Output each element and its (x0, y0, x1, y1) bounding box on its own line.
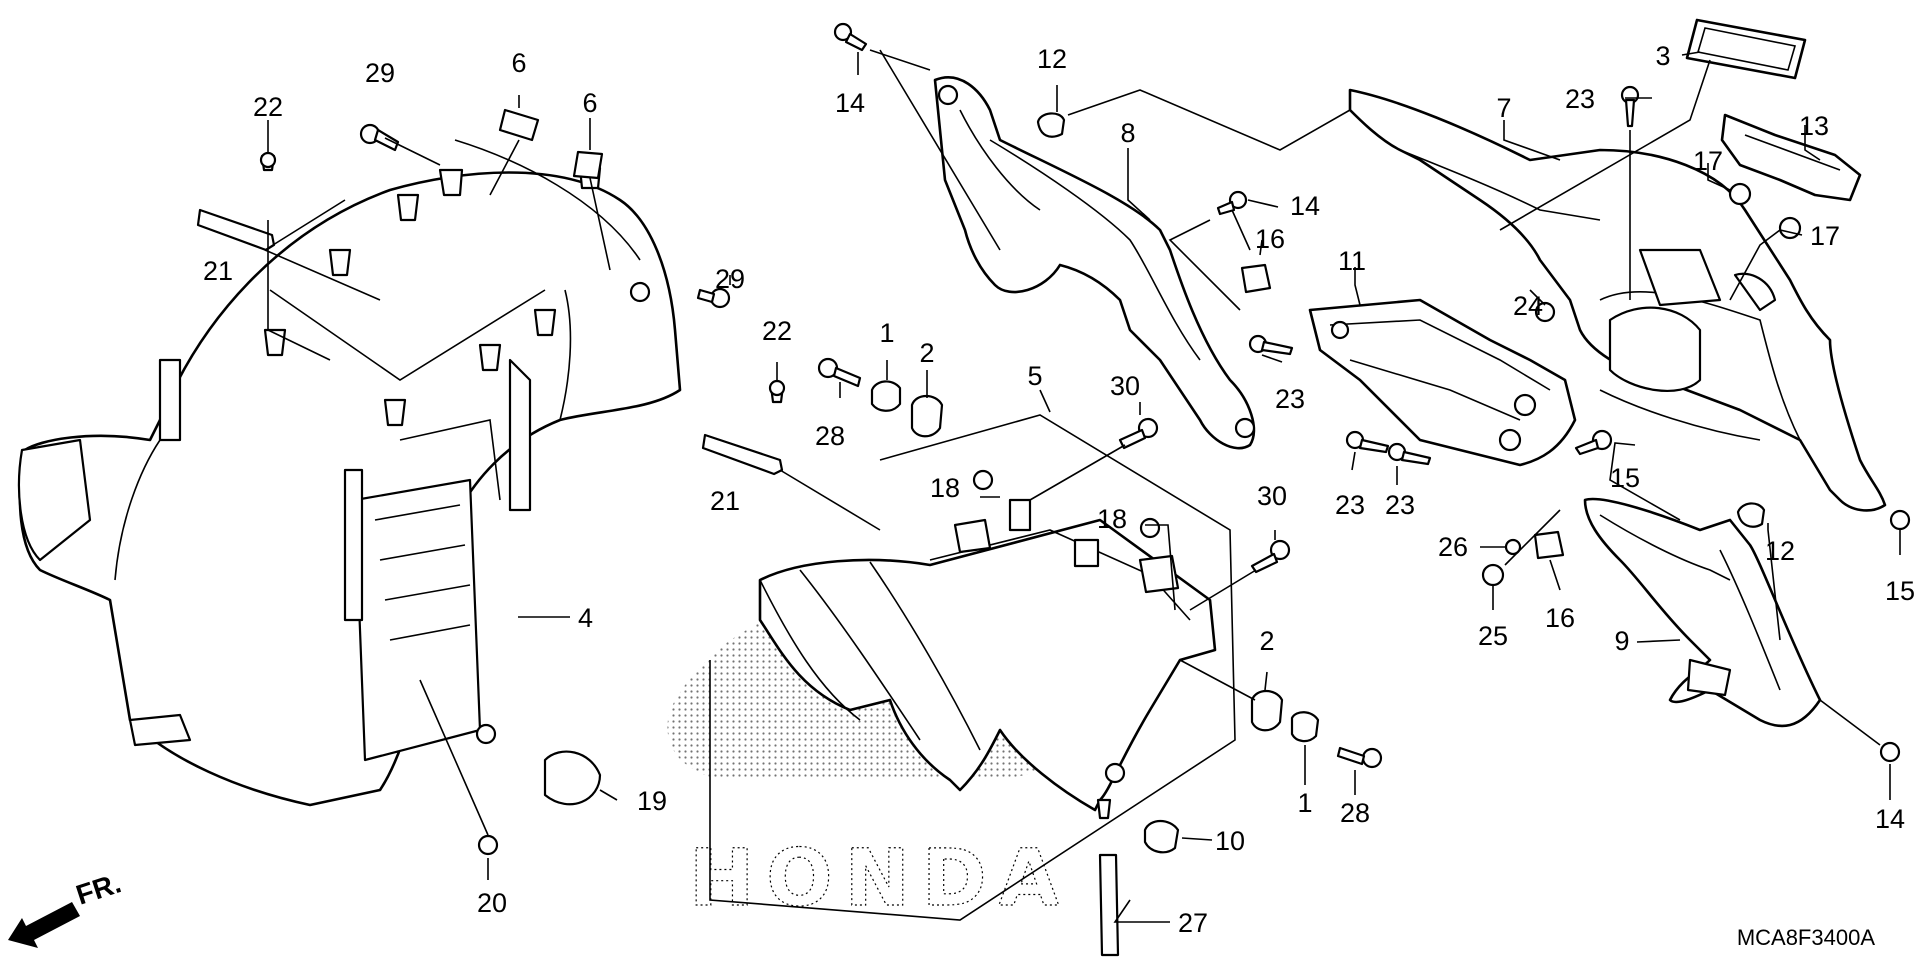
left-bracket-part (933, 76, 1256, 450)
callout-27: 27 (1178, 908, 1208, 938)
callout-23: 23 (1335, 490, 1365, 520)
callout-29: 29 (365, 58, 395, 88)
callout-6: 6 (582, 88, 597, 118)
lower-bracket-part (1583, 497, 1822, 728)
callout-1: 1 (879, 318, 894, 348)
callout-15: 15 (1610, 463, 1640, 493)
callout-18: 18 (930, 473, 960, 503)
callout-14: 14 (1875, 804, 1905, 834)
callout-26: 26 (1438, 532, 1468, 562)
diagram-code: MCA8F3400A (1737, 925, 1876, 950)
front-label: FR. (72, 867, 124, 910)
callout-25: 25 (1478, 621, 1508, 651)
callout-29: 29 (715, 264, 745, 294)
callout-14: 14 (835, 88, 865, 118)
callout-28: 28 (815, 421, 845, 451)
callout-2: 2 (919, 338, 934, 368)
callout-19: 19 (637, 786, 667, 816)
callout-15: 15 (1885, 576, 1915, 606)
callout-30: 30 (1110, 371, 1140, 401)
callout-16: 16 (1545, 603, 1575, 633)
hardware (196, 22, 1911, 957)
callout-16: 16 (1255, 224, 1285, 254)
callout-11: 11 (1338, 246, 1366, 276)
callout-10: 10 (1215, 826, 1245, 856)
rear-fender-part (709, 414, 1236, 921)
callout-labels: 22 29 6 6 21 29 4 19 20 14 12 8 14 16 22… (203, 41, 1915, 938)
callout-6: 6 (511, 48, 526, 78)
callout-3: 3 (1655, 41, 1670, 71)
reflector-part (1685, 18, 1807, 80)
callout-18: 18 (1097, 504, 1127, 534)
inner-fender-part (17, 139, 682, 807)
callout-7: 7 (1496, 93, 1511, 123)
callout-23: 23 (1385, 490, 1415, 520)
callout-4: 4 (578, 603, 593, 633)
front-arrow-icon (8, 902, 80, 948)
callout-13: 13 (1799, 111, 1829, 141)
front-direction-indicator: FR. (8, 867, 125, 948)
callout-17: 17 (1693, 146, 1723, 176)
watermark-text: HONDA (689, 834, 1071, 924)
clip-set (263, 166, 602, 427)
callout-30: 30 (1257, 481, 1287, 511)
callout-17: 17 (1810, 221, 1840, 251)
callout-12: 12 (1765, 536, 1795, 566)
callout-5: 5 (1027, 361, 1042, 391)
callout-8: 8 (1120, 118, 1135, 148)
callout-12: 12 (1037, 44, 1067, 74)
callout-22: 22 (253, 92, 283, 122)
callout-20: 20 (477, 888, 507, 918)
callout-22: 22 (762, 316, 792, 346)
leader-lines (264, 49, 1901, 923)
right-bracket-part (1348, 88, 1887, 512)
callout-24: 24 (1513, 291, 1543, 321)
callout-23: 23 (1565, 84, 1595, 114)
callout-23: 23 (1275, 384, 1305, 414)
callout-9: 9 (1614, 626, 1629, 656)
callout-21: 21 (710, 486, 740, 516)
callout-14: 14 (1290, 191, 1320, 221)
callout-2: 2 (1259, 626, 1274, 656)
callout-1: 1 (1297, 788, 1312, 818)
taillight-bracket-part (1308, 298, 1577, 467)
callout-21: 21 (203, 256, 233, 286)
callout-28: 28 (1340, 798, 1370, 828)
